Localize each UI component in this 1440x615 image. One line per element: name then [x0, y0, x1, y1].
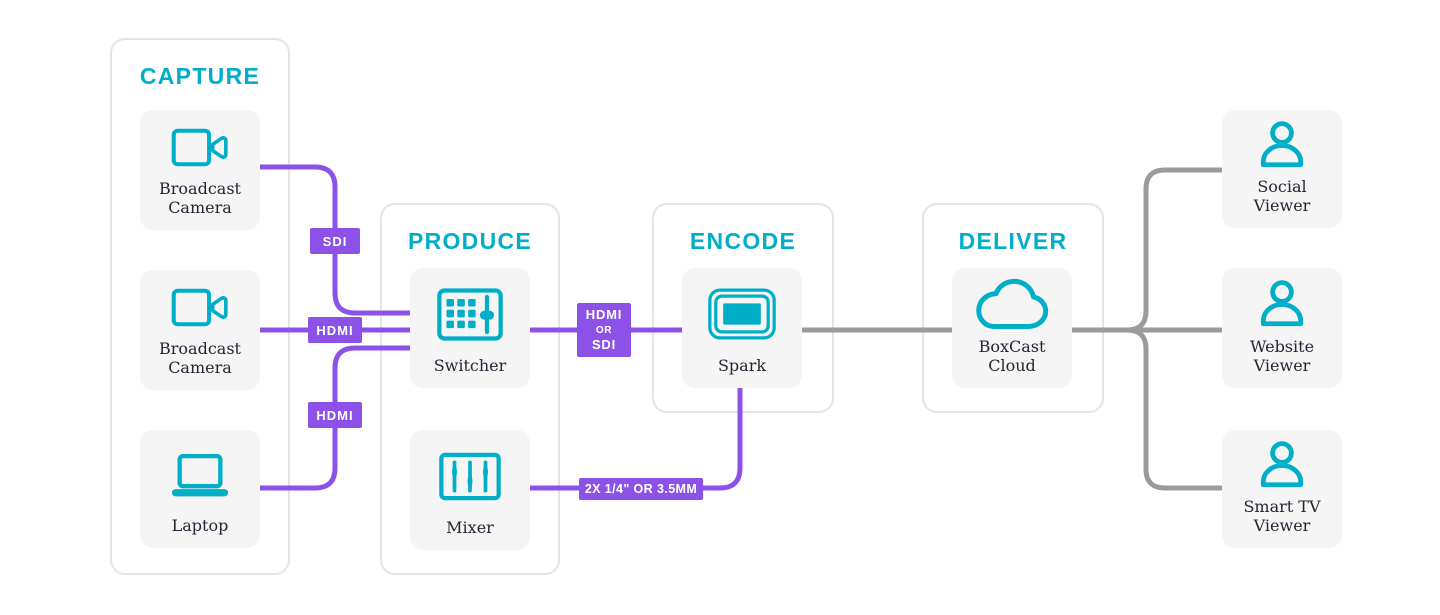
hdmi-camera-cable-badge: HDMI	[308, 317, 362, 343]
mixer-card: Mixer	[410, 430, 530, 550]
node-label: Laptop	[171, 515, 229, 535]
node-label: Mixer	[446, 517, 494, 537]
badge-label: 2X 1/4" OR 3.5MM	[584, 482, 698, 496]
broadcast-camera-2-card: Broadcast Camera	[140, 270, 260, 390]
spark-card: Spark	[682, 268, 802, 388]
video-camera-icon	[140, 110, 260, 180]
switcher-icon	[410, 268, 530, 357]
smart-tv-viewer-card: Smart TV Viewer	[1222, 430, 1342, 548]
badge-label: HDMI	[316, 322, 354, 338]
node-label: Social Viewer	[1253, 177, 1311, 215]
node-label: BoxCast Cloud	[978, 337, 1046, 375]
boxcast-cloud-card: BoxCast Cloud	[952, 268, 1072, 388]
connector-branch-to-smart-tv-viewer	[1126, 327, 1225, 491]
encoder-icon	[682, 268, 802, 357]
connector-mixer-to-spark	[527, 385, 743, 491]
mixer-icon	[410, 430, 530, 519]
website-viewer-card: Website Viewer	[1222, 268, 1342, 388]
produce-section-title: PRODUCE	[407, 228, 533, 254]
badge-label-or: OR	[595, 324, 613, 336]
badge-label: SDI	[322, 233, 348, 249]
laptop-icon	[140, 430, 260, 517]
badge-label: HDMI	[316, 407, 354, 423]
badge-label: HDMI	[585, 306, 623, 322]
connector-branch-to-social-viewer	[1126, 167, 1225, 333]
audio-cable-badge: 2X 1/4" OR 3.5MM	[579, 478, 703, 500]
node-label: Broadcast Camera	[159, 179, 241, 217]
node-label: Smart TV Viewer	[1243, 497, 1321, 535]
person-icon	[1222, 268, 1342, 338]
deliver-section-title: DELIVER	[958, 228, 1068, 254]
capture-section-title: CAPTURE	[139, 63, 261, 89]
video-camera-icon	[140, 270, 260, 340]
badge-label: SDI	[591, 336, 617, 352]
social-viewer-card: Social Viewer	[1222, 110, 1342, 228]
node-label: Broadcast Camera	[159, 339, 241, 377]
broadcast-camera-1-card: Broadcast Camera	[140, 110, 260, 230]
node-label: Switcher	[433, 355, 507, 375]
sdi-cable-badge: SDI	[310, 228, 360, 254]
person-icon	[1222, 430, 1342, 498]
hdmi-or-sdi-cable-badge: HDMI OR SDI	[577, 303, 631, 357]
hdmi-laptop-cable-badge: HDMI	[308, 402, 362, 428]
encode-section-title: ENCODE	[689, 228, 797, 254]
node-label: Website Viewer	[1249, 337, 1315, 375]
switcher-card: Switcher	[410, 268, 530, 388]
person-icon	[1222, 110, 1342, 178]
cloud-icon	[952, 268, 1072, 338]
node-label: Spark	[717, 355, 767, 375]
laptop-card: Laptop	[140, 430, 260, 548]
